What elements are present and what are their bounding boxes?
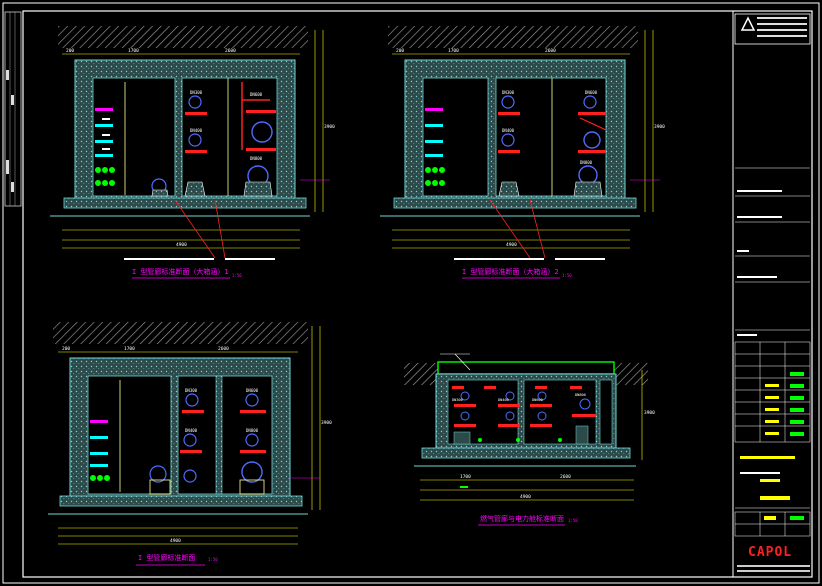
drawing-caption: I 型管廊标准断面（大箱涵）2	[462, 267, 559, 276]
section-bottom-right: DN300 DN400 DN600 DN800 4900 3900 1700 2…	[404, 353, 655, 526]
svg-text:DN600: DN600	[250, 92, 263, 97]
pipe-tags: DN300 DN400 DN600 DN800	[190, 90, 263, 161]
inner-frame	[22, 10, 813, 578]
svg-text:3900: 3900	[321, 420, 332, 426]
pipes	[452, 386, 596, 488]
soil-hatch	[612, 363, 648, 385]
svg-text:DN400: DN400	[190, 128, 203, 133]
dimension-texts: 200 1700 2600 4900 3900	[62, 346, 332, 544]
svg-text:3900: 3900	[644, 410, 655, 416]
svg-text:4900: 4900	[170, 538, 181, 544]
pipes	[498, 95, 607, 197]
drawing-scale: 1:50	[208, 557, 218, 562]
section-top-left: DN300 DN400 DN600 DN800 200 1700 2600 49…	[50, 26, 335, 279]
svg-text:DN800: DN800	[246, 428, 259, 433]
svg-text:1700: 1700	[128, 48, 139, 54]
soil-hatch	[388, 26, 638, 48]
dimension-texts: 200 1700 2600 4900 3900	[396, 48, 665, 248]
drawing-caption: I 型管廊标准断面（大箱涵）1	[132, 267, 229, 276]
svg-text:1700: 1700	[124, 346, 135, 352]
svg-text:DN300: DN300	[185, 388, 198, 393]
svg-text:DN300: DN300	[502, 90, 515, 95]
pipe-tags: DN300 DN400 DN600 DN800	[185, 388, 259, 433]
drawing-caption: 燃气管廊与电力舱标准断面	[480, 514, 564, 523]
section-bottom-left: DN300 DN400 DN600 DN800 200 1700 2600 49…	[48, 322, 332, 566]
soil-hatch	[404, 363, 442, 385]
svg-text:DN300: DN300	[452, 398, 463, 402]
svg-text:2600: 2600	[545, 48, 556, 54]
brand-logo-text: CAPOL	[748, 545, 792, 560]
svg-text:DN400: DN400	[185, 428, 198, 433]
pipe-tags: DN300 DN400 DN600 DN800	[452, 393, 586, 402]
svg-text:DN400: DN400	[498, 398, 509, 402]
svg-text:4900: 4900	[520, 494, 531, 500]
title-block: CAPOL	[732, 11, 811, 577]
dimension-texts: 200 1700 2600 4900 3900	[66, 48, 335, 248]
svg-text:200: 200	[62, 346, 70, 352]
svg-text:1700: 1700	[448, 48, 459, 54]
drawing-scale: 1:50	[232, 273, 242, 278]
pipes	[151, 82, 276, 197]
cable-trays	[425, 108, 445, 186]
section-top-right: DN300 DN400 DN600 DN800 200 1700 2600 49…	[380, 26, 665, 279]
svg-text:4900: 4900	[506, 242, 517, 248]
pipes	[149, 393, 266, 495]
svg-text:DN300: DN300	[190, 90, 203, 95]
company-logo	[740, 16, 756, 31]
cable-trays	[95, 82, 126, 195]
svg-text:4900: 4900	[176, 242, 187, 248]
dimension-lines	[58, 326, 321, 545]
svg-text:DN800: DN800	[250, 156, 263, 161]
pipe-tags: DN300 DN400 DN600 DN800	[502, 90, 598, 165]
svg-text:DN800: DN800	[580, 160, 593, 165]
drawing-scale: 1:50	[562, 273, 572, 278]
svg-text:DN600: DN600	[585, 90, 598, 95]
dimension-texts: 4900 3900 1700 2600	[460, 410, 655, 500]
soil-hatch	[58, 26, 308, 48]
svg-text:3900: 3900	[324, 124, 335, 130]
left-strip	[4, 11, 22, 207]
dimension-lines	[62, 30, 324, 249]
svg-text:1700: 1700	[460, 474, 471, 480]
svg-text:2600: 2600	[218, 346, 229, 352]
svg-text:DN600: DN600	[246, 388, 259, 393]
soil-hatch	[53, 322, 308, 344]
svg-text:3900: 3900	[654, 124, 665, 130]
svg-text:DN800: DN800	[575, 393, 586, 397]
svg-text:200: 200	[66, 48, 74, 54]
cable-trays	[90, 380, 121, 492]
svg-text:2600: 2600	[225, 48, 236, 54]
svg-text:DN600: DN600	[532, 398, 543, 402]
drawing-scale: 1:50	[568, 518, 578, 523]
svg-text:200: 200	[396, 48, 404, 54]
svg-text:2600: 2600	[560, 474, 571, 480]
dimension-lines	[420, 370, 643, 501]
drawing-caption: I 型管廊标准断面	[138, 553, 195, 562]
svg-text:DN400: DN400	[502, 128, 515, 133]
